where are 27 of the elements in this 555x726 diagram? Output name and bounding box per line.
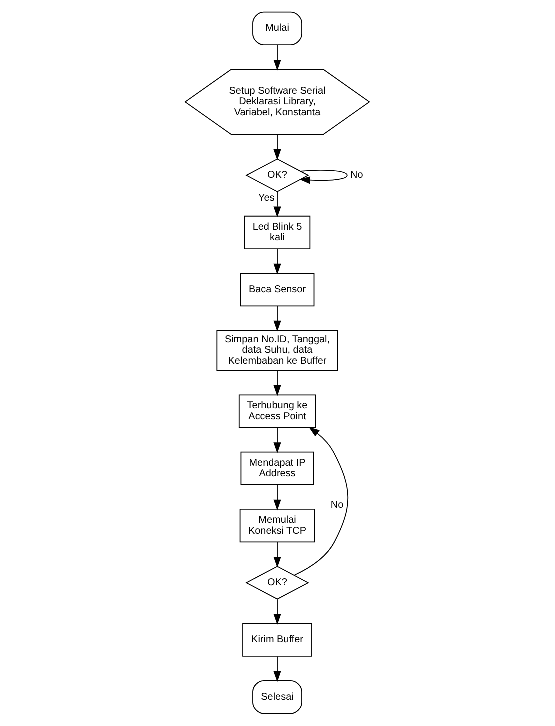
node-box: Mulai	[252, 12, 302, 46]
arrow	[274, 192, 282, 218]
edge-label: No	[350, 170, 364, 182]
arrow	[294, 427, 349, 576]
node-diamond: OK?	[246, 566, 310, 600]
arrow	[274, 306, 282, 332]
arrow	[274, 428, 282, 454]
node-diamond: OK?	[246, 158, 310, 192]
arrow	[274, 599, 282, 626]
edge-label: No	[330, 500, 344, 511]
arrow	[274, 656, 282, 682]
node-box: Baca Sensor	[240, 273, 315, 307]
node-box: Simpan No.ID, Tanggal, data Suhu, data Kelembaban ke Buffer	[216, 330, 338, 372]
node-box: Memulai Koneksi TCP	[240, 509, 316, 543]
arrow	[274, 542, 282, 568]
node-box: Selesai	[252, 680, 302, 714]
arrow	[274, 44, 282, 71]
node-box: Led Blink 5 kali	[244, 216, 311, 250]
arrow	[274, 134, 282, 160]
arrow	[274, 484, 282, 511]
arrow	[299, 170, 348, 184]
arrow	[274, 370, 282, 396]
node-box: Terhubung ke Access Point	[238, 394, 316, 428]
arrow	[274, 248, 282, 275]
node-box: Kirim Buffer	[242, 623, 312, 657]
edge-label: Yes	[258, 193, 275, 204]
node-box: Mendapat IP Address	[240, 452, 314, 486]
